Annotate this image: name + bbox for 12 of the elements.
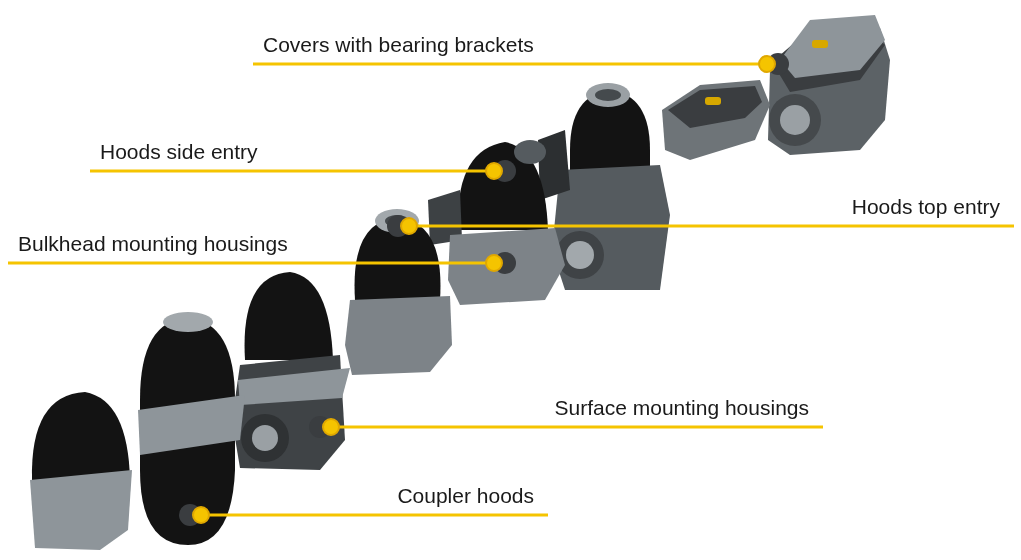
- callout-label: Coupler hoods: [360, 481, 548, 515]
- callout-label: Bulkhead mounting housings: [8, 229, 353, 263]
- callout-label: Hoods side entry: [90, 137, 300, 171]
- leader-line: [322, 418, 823, 436]
- leader-line: [192, 506, 548, 524]
- leader-line: [400, 217, 1014, 235]
- leader-line: [90, 162, 503, 180]
- callout-label: Hoods top entry: [814, 192, 1014, 226]
- callout-label: Surface mounting housings: [495, 393, 823, 427]
- leader-line: [8, 254, 503, 272]
- callout-label: Covers with bearing brackets: [253, 30, 598, 64]
- leader-line: [253, 55, 776, 73]
